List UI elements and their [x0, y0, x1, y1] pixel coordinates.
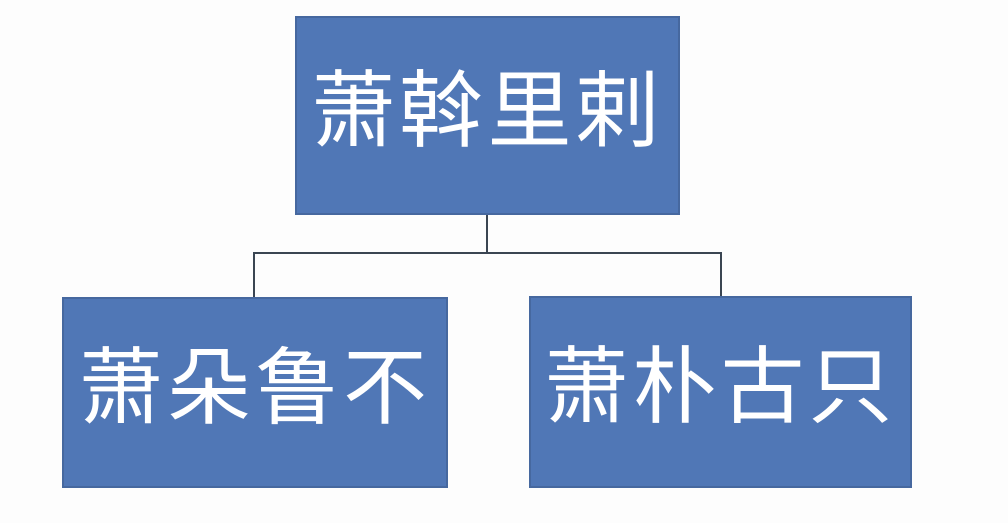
node-child-right-label: 萧朴古只 — [544, 342, 897, 435]
connector-stem — [486, 215, 488, 254]
connector-horizontal-bar — [253, 252, 722, 254]
connector-drop-left — [253, 252, 255, 297]
org-chart-node-child-left: 萧朵鲁不 — [62, 297, 448, 488]
node-child-left-label: 萧朵鲁不 — [78, 342, 431, 436]
connector-drop-right — [720, 252, 722, 296]
node-root-label: 萧斡里剌 — [311, 65, 664, 159]
org-chart-node-root: 萧斡里剌 — [295, 16, 680, 215]
org-chart-node-child-right: 萧朴古只 — [529, 296, 912, 488]
